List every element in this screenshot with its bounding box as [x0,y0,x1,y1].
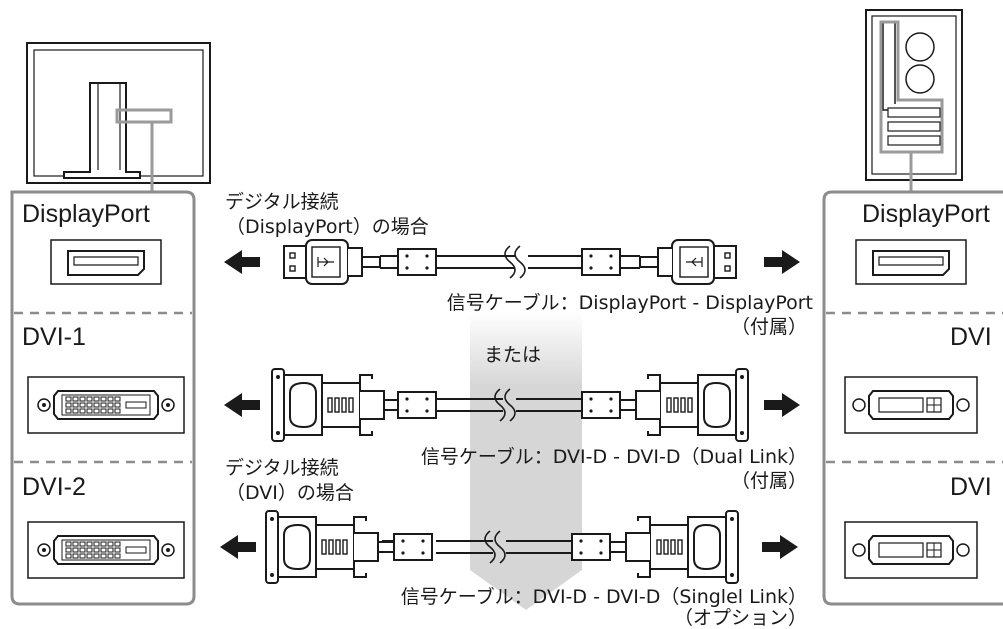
dvi1-port-icon [27,376,185,434]
right-arrow-icon [762,535,798,559]
dvi-dual-cable-label: 信号ケーブル：DVI-D - DVI-D（Dual Link） [420,446,807,468]
dp-cable-note: （付属） [730,316,807,338]
left-arrow-icon [220,535,256,559]
left-displayport-label: DisplayPort [22,200,150,228]
right-dvi-label-1: DVI [950,323,992,351]
left-arrow-icon [224,393,260,417]
dp-connection-title-line2: （DisplayPort）の場合 [226,216,429,238]
left-dvi1-label: DVI-1 [22,323,86,351]
ferrite-core-icon [393,533,433,561]
pc-displayport-port-icon [855,239,967,285]
pc-illustration [865,9,963,181]
dvi-plug-right-icon [619,368,749,442]
right-arrow-icon [764,250,800,274]
left-dvi2-label: DVI-2 [22,473,86,501]
pc-dvi-port-icon-2 [844,521,978,579]
displayport-cable [224,239,800,285]
dvi2-port-icon [27,521,185,579]
dvi-connection-title-line1: デジタル接続 [225,457,339,479]
monitor-illustration [26,42,211,184]
dvi-plug-right-icon [609,510,739,584]
dp-plug-right-icon [639,239,737,285]
ferrite-core-icon [397,248,437,276]
ferrite-core-icon [581,248,621,276]
or-text: または [484,344,542,366]
ferrite-core-icon [397,391,437,419]
left-arrow-icon [224,250,260,274]
dvi-plug-left-icon [265,510,395,584]
dvi-single-cable-label: 信号ケーブル：DVI-D - DVI-D（Singlel Link） [400,586,807,608]
dvi-single-link-cable [220,510,798,584]
dp-cable-label: 信号ケーブル：DisplayPort - DisplayPort [446,292,813,314]
pc-dvi-port-icon-1 [844,376,978,434]
dvi-plug-left-icon [271,368,401,442]
cable-break-icon [504,245,526,279]
pc-connector-panel [822,190,1003,606]
dp-connection-title-line1: デジタル接続 [225,191,339,213]
dvi-single-cable-note: （オプション） [673,607,807,629]
dp-plug-left-icon [283,239,381,285]
monitor-connector-panel [10,190,196,606]
ferrite-core-icon [581,391,621,419]
right-dvi-label-2: DVI [950,473,992,501]
dvi-connection-title-line2: （DVI）の場合 [226,482,354,504]
dvi-dual-cable-note: （付属） [730,470,807,492]
right-arrow-icon [764,393,800,417]
or-highlight-band [470,312,582,610]
right-displayport-label: DisplayPort [862,200,990,228]
ferrite-core-icon [571,533,611,561]
dvi-dual-link-cable [224,368,800,442]
displayport-port-icon [50,239,162,285]
